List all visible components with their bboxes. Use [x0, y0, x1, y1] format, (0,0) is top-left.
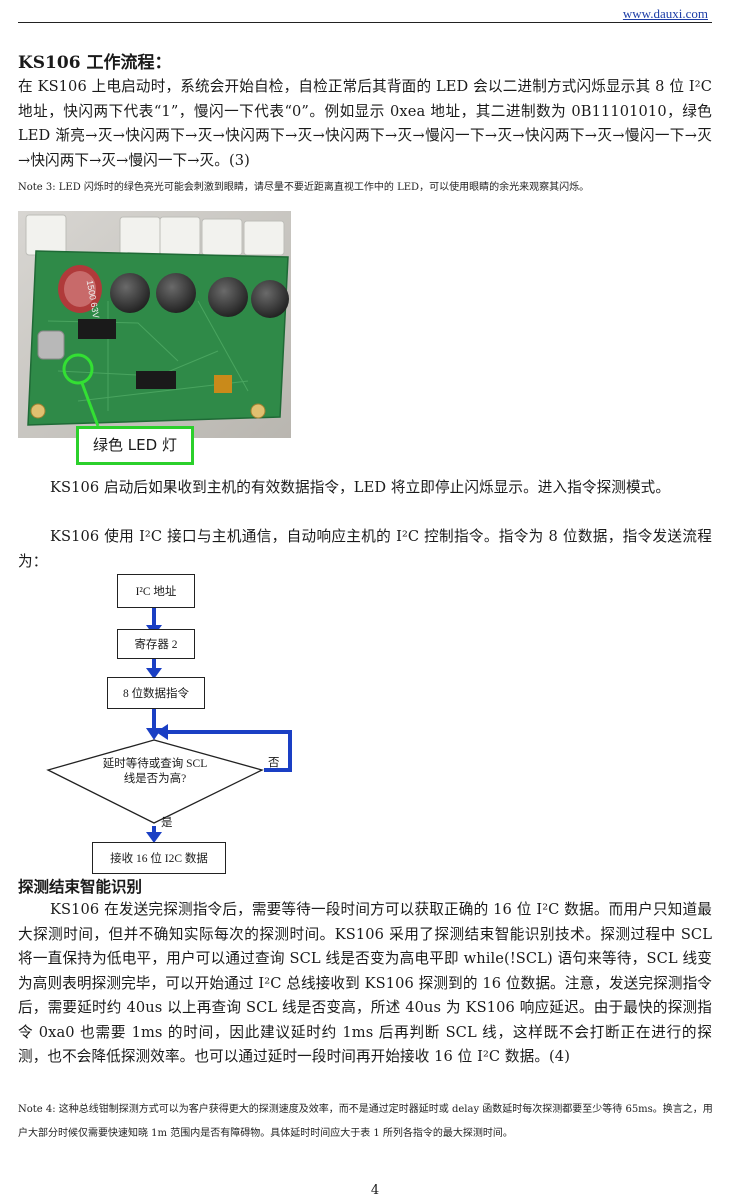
startup-paragraph: KS106 启动后如果收到主机的有效数据指令，LED 将立即停止闪烁显示。进入指…	[50, 479, 671, 496]
website-link[interactable]: www.dauxi.com	[622, 6, 708, 21]
note-4: Note 4: 这种总线钳制探测方式可以为客户获得更大的探测速度及效率，而不是通…	[18, 1104, 713, 1139]
section-title-detection-end: 探测结束智能识别	[18, 877, 143, 896]
flow-decision-text: 延时等待或查询 SCL 线是否为高?	[102, 758, 208, 785]
crystal	[37, 330, 65, 360]
decision-diamond	[46, 739, 264, 824]
tantalum-cap	[214, 375, 232, 393]
flow-step-command: 8 位数据指令	[107, 677, 205, 709]
led-highlight	[62, 353, 94, 385]
led-caption: 绿色 LED 灯	[76, 426, 194, 465]
workflow-paragraph: 在 KS106 上电启动时，系统会开始自检，自检正常后其背面的 LED 会以二进…	[18, 78, 712, 169]
connectors	[25, 214, 285, 256]
board-photo: 1500 63V	[18, 211, 291, 438]
header-rule	[18, 22, 712, 23]
capacitor: 1500 63V	[58, 265, 102, 319]
page-number: 4	[370, 1183, 380, 1198]
section-title-workflow: KS106 工作流程：	[18, 53, 172, 73]
flow-step-register: 寄存器 2	[117, 629, 195, 659]
flow-step-i2c-address: I²C 地址	[117, 574, 195, 608]
ic-1	[78, 319, 116, 339]
note-3: Note 3: LED 闪烁时的绿色亮光可能会刺激到眼睛，请尽量不要近距离直视工…	[18, 182, 590, 193]
flow-no-label: 否	[268, 757, 280, 769]
flow-step-receive: 接收 16 位 I2C 数据	[92, 842, 226, 874]
pcb-illustration: 1500 63V	[18, 211, 291, 438]
flow-yes-label: 是	[161, 817, 173, 829]
i2c-paragraph: KS106 使用 I²C 接口与主机通信，自动响应主机的 I²C 控制指令。指令…	[18, 528, 712, 570]
detection-paragraph: KS106 在发送完探测指令后，需要等待一段时间方可以获取正确的 16 位 I²…	[18, 901, 712, 1065]
inductors	[110, 273, 289, 318]
ic-2	[136, 371, 176, 389]
